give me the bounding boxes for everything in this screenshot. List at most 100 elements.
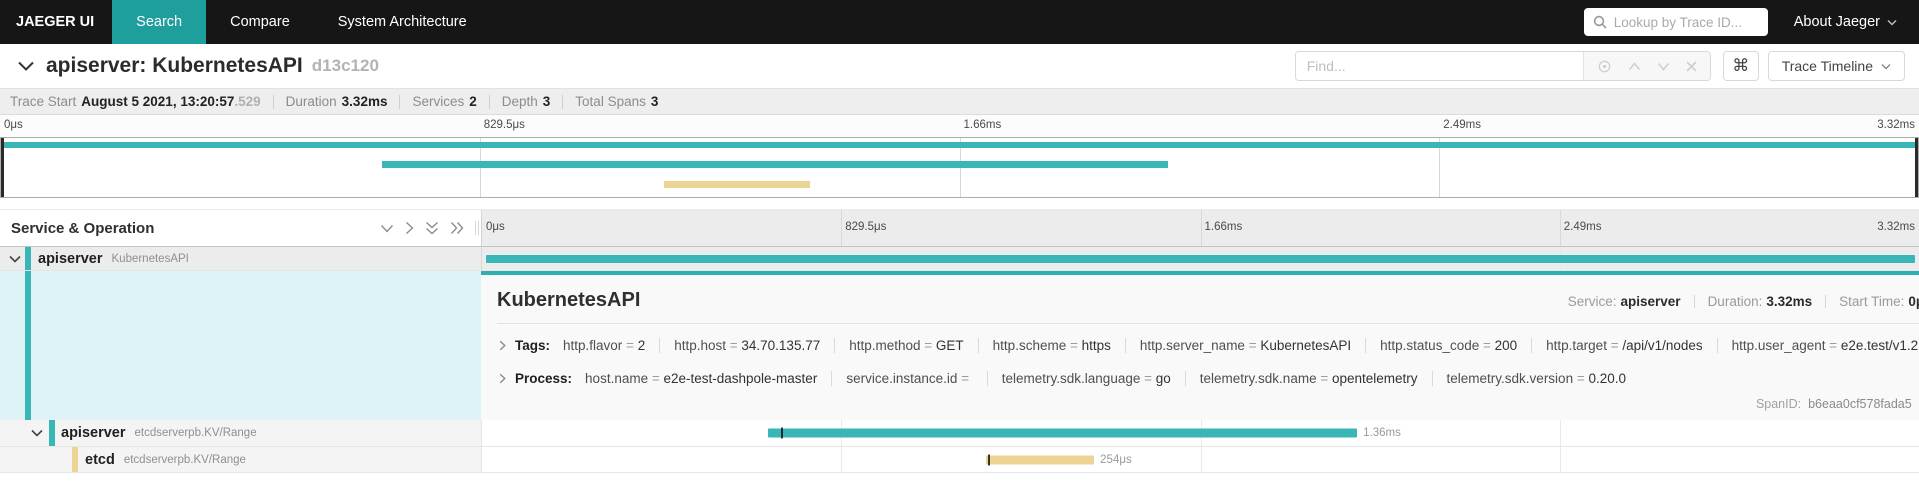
tag-item: http.scheme = https [964,338,1111,353]
span-boundary-tick [780,427,783,439]
expand-tags-icon[interactable] [499,340,506,351]
timeline-header-axis: 0μs 829.5μs 1.66ms 2.49ms 3.32ms [481,210,1919,246]
app-brand: JAEGER UI [16,14,95,30]
nav-item-search[interactable]: Search [112,0,207,44]
collapse-span-icon[interactable] [31,429,43,437]
chevron-down-icon [1887,19,1897,26]
process-item: host.name = e2e-test-dashpole-master [585,370,818,386]
column-resizer[interactable] [472,210,481,246]
span-grid-header: Service & Operation 0μs 829.5μs 1.66ms 2.49… [0,209,1919,247]
tag-item: http.user_agent = e2e.test/v1.2… [1703,338,1919,353]
gridline [1200,447,1202,472]
scroll-to-match-icon[interactable] [1597,59,1612,74]
search-icon [1593,15,1607,29]
service-operation-header: Service & Operation [11,219,155,237]
span-operation-name: etcdserverpb.KV/Range [123,453,246,466]
bottom-whitespace [0,473,1919,489]
about-jaeger-menu[interactable]: About Jaeger [1794,14,1897,30]
span-service-name: etcd [85,451,115,468]
span-service-name: apiserver [38,250,103,267]
span-row-child[interactable]: apiserver etcdserverpb.KV/Range 1.36ms [0,420,1919,447]
span-operation-name: etcdserverpb.KV/Range [134,427,257,439]
minimap-left-drag-handle[interactable] [1,138,4,197]
find-controls [1582,52,1710,80]
collapse-span-icon[interactable] [9,255,21,263]
nav-item-system-architecture[interactable]: System Architecture [337,14,467,30]
expand-one-level-icon[interactable] [405,221,414,235]
tag-item: http.server_name = KubernetesAPI [1111,338,1351,353]
keyboard-shortcuts-button[interactable]: ⌘ [1722,51,1759,81]
expand-all-icon[interactable] [450,221,464,235]
gridline [1200,210,1202,246]
top-nav: JAEGER UI Search Compare System Architec… [0,0,1919,44]
process-row[interactable]: Process: host.name = e2e-test-dashpole-m… [497,366,1919,390]
time-tick-label: 829.5μs [845,221,887,233]
span-detail-left-gutter[interactable] [0,271,481,420]
trace-title: apiserver: KubernetesAPI [46,54,303,77]
tag-item: http.host = 34.70.135.77 [645,338,820,353]
find-input[interactable] [1295,52,1583,80]
trace-lookup-input[interactable] [1613,14,1759,30]
span-operation-name: KubernetesAPI [111,252,189,265]
chevron-down-icon [1881,63,1891,70]
collapse-one-level-icon[interactable] [380,224,394,233]
minimap-span-bar [664,181,810,188]
timeline-minimap[interactable] [0,137,1919,198]
gridline [1559,210,1561,246]
gridline [1559,447,1561,472]
expand-process-icon[interactable] [499,373,506,384]
span-id: SpanID: b6eaa0cf578fada5 [1756,397,1919,411]
span-service-name: apiserver [61,425,126,441]
detail-operation-title: KubernetesAPI [497,289,641,311]
span-duration-label: 1.36ms [1363,427,1401,439]
time-tick-label: 1.66ms [963,119,1002,131]
process-item: telemetry.sdk.version = 0.20.0 [1418,371,1626,386]
time-tick-label: 829.5μs [483,119,525,131]
span-detail-panel: KubernetesAPI Service:apiserver Duration… [0,271,1919,420]
clear-find-icon[interactable] [1686,60,1697,72]
span-color-accent [72,447,78,472]
span-row-root[interactable]: apiserver KubernetesAPI [0,247,1919,271]
nav-item-compare[interactable]: Compare [230,14,290,30]
span-duration-bar[interactable] [986,454,1095,465]
span-duration-label: 254μs [1100,453,1132,466]
tags-label: Tags: [515,337,551,353]
tag-item: http.status_code = 200 [1351,338,1517,353]
tag-item: http.method = GET [820,338,963,353]
tag-item: http.target = /api/v1/nodes [1517,338,1703,353]
span-color-accent [25,271,31,420]
span-boundary-tick [988,454,991,465]
trace-view-selector[interactable]: Trace Timeline [1767,51,1905,81]
gridline [841,210,843,246]
detail-meta: Service:apiserver Duration:3.32ms Start … [1568,294,1919,309]
minimap-gridline [1438,138,1440,197]
span-duration-bar[interactable] [486,254,1915,263]
time-tick-label: 0μs [486,221,505,233]
time-tick-label: 2.49ms [1563,221,1602,233]
next-match-icon[interactable] [1657,62,1670,71]
time-tick-label: 1.66ms [1204,221,1243,233]
process-label: Process: [515,370,573,386]
span-row-leaf[interactable]: etcd etcdserverpb.KV/Range 254μs [0,447,1919,473]
tag-item: http.flavor = 2 [563,337,646,353]
time-tick-label: 2.49ms [1443,119,1481,131]
trace-id: d13c120 [311,56,379,75]
minimap-right-drag-handle[interactable] [1915,138,1918,197]
trace-lookup-box[interactable] [1583,8,1768,36]
time-tick-label: 3.32ms [1877,119,1915,131]
collapse-all-icon[interactable] [425,221,439,235]
trace-titlebar: apiserver: KubernetesAPI d13c120 ⌘ [0,44,1919,88]
collapse-trace-icon[interactable] [18,61,34,71]
time-tick-label: 3.32ms [1877,221,1915,233]
prev-match-icon[interactable] [1628,61,1641,71]
span-duration-bar[interactable] [767,427,1358,439]
process-item: service.instance.id = [817,371,972,386]
span-color-accent [49,420,55,446]
